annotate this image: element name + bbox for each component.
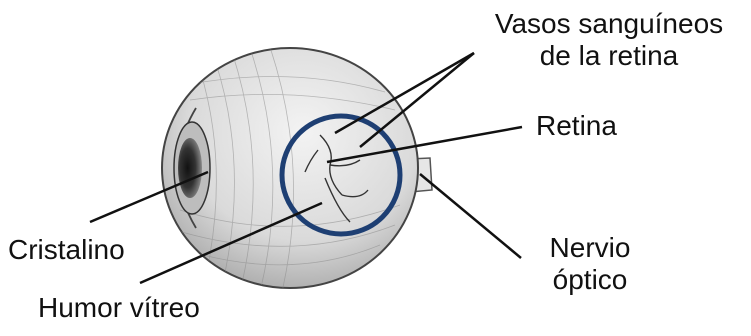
vitreous-label: Humor vítreo xyxy=(38,292,200,324)
retina-label: Retina xyxy=(536,110,617,142)
retinal-vessels-label-line2: de la retina xyxy=(470,40,748,72)
optic-nerve-label: Nervio óptico xyxy=(520,232,660,296)
retinal-vessels-label: Vasos sanguíneos de la retina xyxy=(470,8,748,72)
lens-label: Cristalino xyxy=(8,234,125,266)
optic-nerve-label-line2: óptico xyxy=(520,264,660,296)
optic-nerve-leader xyxy=(420,174,521,258)
pupil-shape xyxy=(178,138,202,198)
optic-nerve-label-line1: Nervio xyxy=(520,232,660,264)
retinal-vessels-label-line1: Vasos sanguíneos xyxy=(470,8,748,40)
